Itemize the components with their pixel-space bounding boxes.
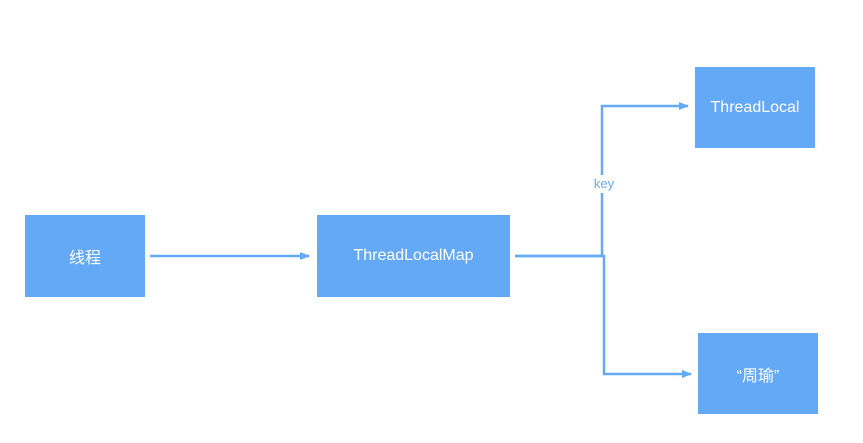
- node-value-label: “周瑜”: [736, 367, 780, 385]
- node-value[interactable]: “周瑜”: [698, 333, 818, 414]
- node-thread-label: 线程: [68, 250, 101, 267]
- edge-map-to-value: [515, 254, 692, 378]
- node-thread[interactable]: 线程: [25, 215, 145, 297]
- node-threadlocalmap-label: ThreadLocalMap: [353, 247, 474, 264]
- node-threadlocalmap[interactable]: ThreadLocalMap: [317, 215, 510, 297]
- node-threadlocal[interactable]: ThreadLocal: [695, 67, 815, 148]
- edge-label-key: key: [589, 175, 619, 193]
- node-threadlocal-label: ThreadLocal: [710, 98, 800, 116]
